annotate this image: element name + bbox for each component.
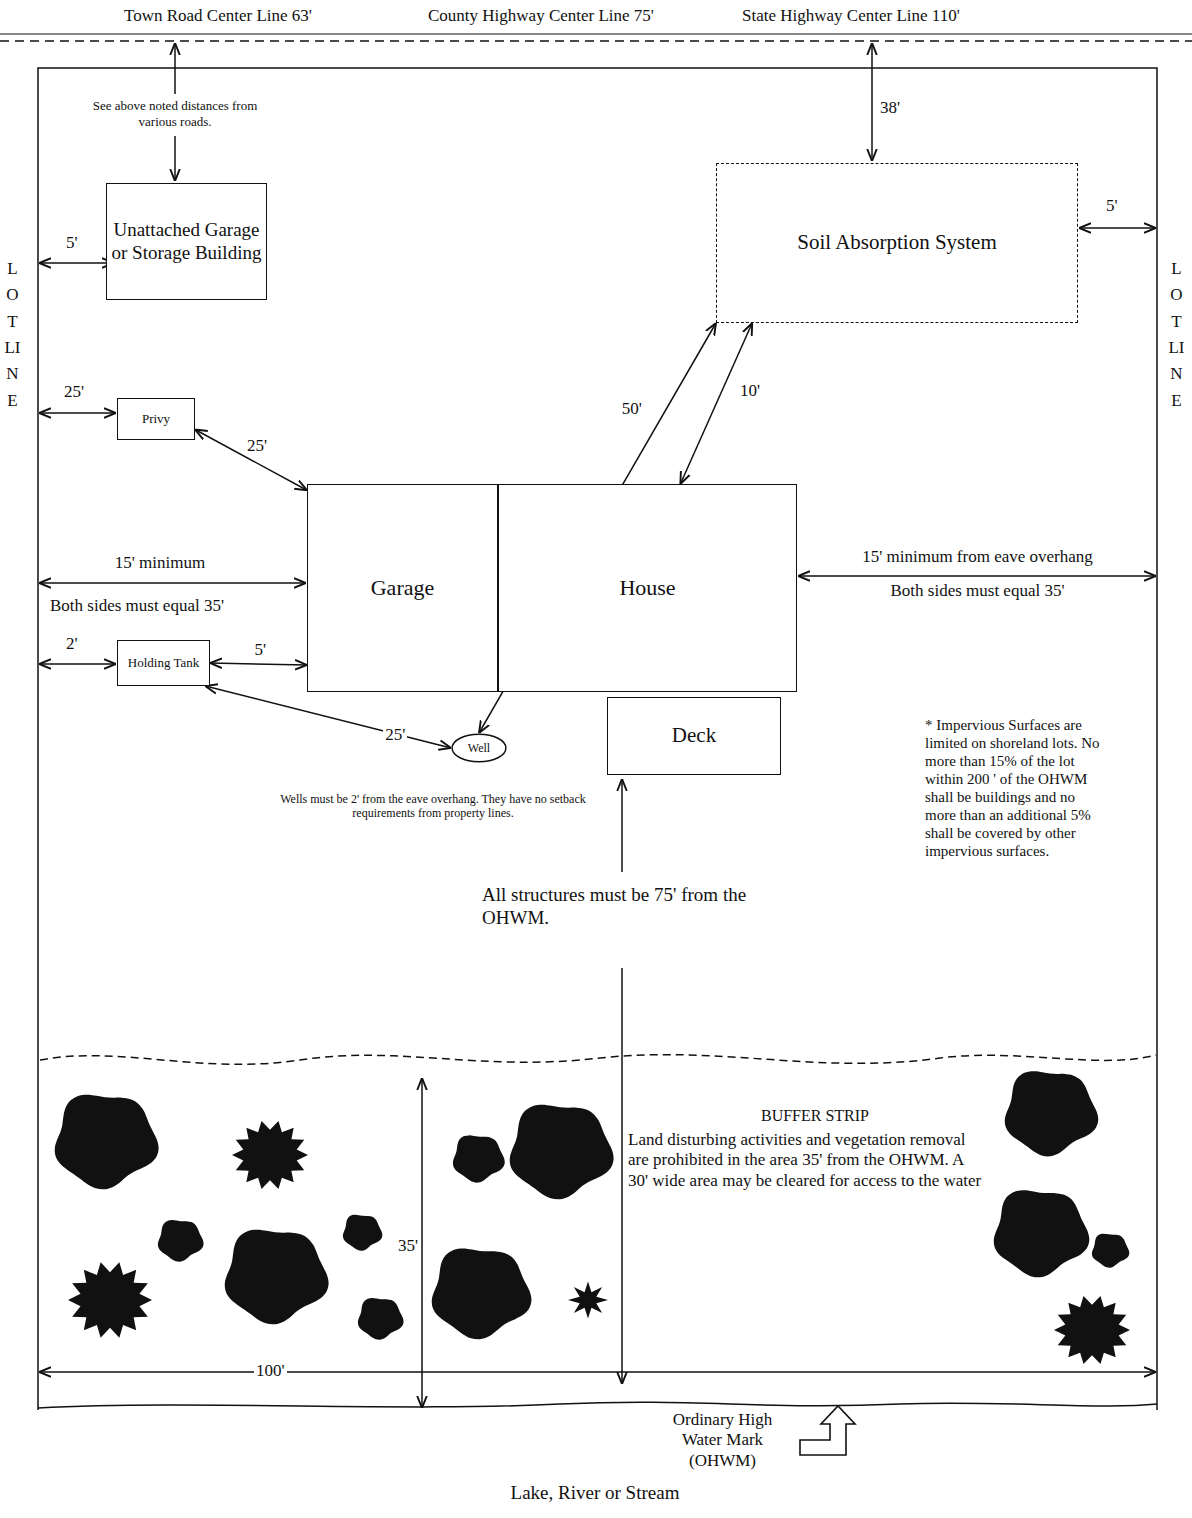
node-label: Well: [468, 741, 490, 755]
tree: [158, 1220, 204, 1262]
top-border: [0, 34, 1192, 35]
tree: [55, 1095, 159, 1190]
dimension-connector: [195, 430, 307, 491]
deck: Deck: [607, 697, 781, 775]
note: Both sides must equal 35': [50, 596, 310, 616]
road-label: State Highway Center Line 110': [742, 6, 1042, 26]
tree: [343, 1215, 382, 1251]
tree: [510, 1105, 614, 1200]
lot-line: [38, 68, 1157, 1410]
dimension-label: 10': [738, 381, 762, 401]
dimension-connector: [210, 663, 307, 665]
dimension-arrow: [621, 968, 623, 1384]
well: Well: [451, 733, 507, 763]
dimension-arrow: [39, 412, 116, 414]
note: See above noted distances from various r…: [80, 98, 270, 129]
water-line: [38, 1402, 1157, 1408]
dimension-arrow: [798, 575, 1156, 577]
dimension-label: 35': [396, 1236, 420, 1256]
tree: [994, 1190, 1090, 1277]
dimension-arrow: [174, 136, 176, 181]
dimension-arrow: [621, 779, 623, 872]
lot-line-label: LOT LINE: [4, 256, 21, 414]
dimension-arrow: [421, 1078, 423, 1408]
water-body-label: Lake, River or Stream: [445, 1482, 745, 1505]
dimension-arrow: [174, 43, 176, 94]
note: Both sides must equal 35': [800, 581, 1155, 601]
dimension-label: 25': [64, 382, 104, 402]
road-label: Town Road Center Line 63': [124, 6, 384, 26]
tree: [225, 1230, 329, 1325]
node-label: Privy: [142, 411, 170, 427]
dimension-arrow: [39, 1371, 1156, 1373]
section-title: BUFFER STRIP: [700, 1106, 930, 1125]
dimension-label: 25': [245, 436, 269, 456]
dimension-label: 2': [66, 634, 96, 654]
dimension-label: 15' minimum from eave overhang: [800, 547, 1155, 567]
well-ellipse: [452, 734, 506, 762]
road-label: County Highway Center Line 75': [428, 6, 728, 26]
tree: [1005, 1071, 1098, 1156]
house: House: [498, 484, 797, 692]
dimension-connector: [205, 686, 451, 748]
privy: Privy: [117, 398, 195, 440]
node-label: Garage: [371, 575, 435, 601]
callout: Ordinary High Water Mark (OHWM): [660, 1410, 785, 1471]
garage: Garage: [307, 484, 498, 692]
node-label: Soil Absorption System: [797, 230, 997, 255]
node-label: Deck: [672, 723, 716, 748]
note: Wells must be 2' from the eave overhang.…: [268, 792, 598, 821]
dimension-label: 25': [383, 725, 407, 745]
dimension-label: 50': [620, 399, 644, 419]
dimension-arrow: [1079, 227, 1156, 229]
buffer-strip-line: [40, 1055, 1156, 1065]
dimension-arrow: [39, 582, 306, 584]
storage-building: Unattached Garage or Storage Building: [106, 183, 267, 300]
holding-tank: Holding Tank: [117, 640, 210, 686]
note: * Impervious Surfaces are limited on sho…: [925, 716, 1103, 860]
tree: [358, 1298, 404, 1340]
note: All structures must be 75' from the OHWM…: [482, 884, 762, 930]
dimension-label: 15' minimum: [60, 553, 260, 573]
road-center-line: [0, 40, 1192, 42]
dimension-arrow: [39, 262, 114, 264]
soil-absorption-system: Soil Absorption System: [716, 163, 1078, 323]
note: Land disturbing activities and vegetatio…: [628, 1130, 983, 1191]
dimension-arrow: [871, 43, 873, 161]
node-label: House: [619, 575, 675, 601]
node-label: Holding Tank: [128, 655, 199, 671]
dimension-label: 38': [880, 98, 930, 118]
dimension-arrow: [39, 663, 116, 665]
lot-line-label: LOT LINE: [1168, 256, 1185, 414]
dimension-label: 100': [254, 1361, 287, 1381]
tree: [1054, 1296, 1130, 1364]
tree: [568, 1282, 608, 1319]
tree: [1092, 1234, 1129, 1268]
tree: [68, 1262, 152, 1337]
tree: [453, 1135, 505, 1182]
tree: [232, 1121, 308, 1189]
dimension-label: 5': [66, 233, 96, 253]
dimension-label: 5': [1106, 196, 1136, 216]
node-label: Unattached Garage or Storage Building: [107, 219, 266, 265]
tree: [432, 1249, 532, 1340]
vegetation: [55, 1071, 1130, 1364]
ohwm-pointer: [800, 1406, 855, 1455]
dimension-connector: [680, 323, 752, 484]
dimension-label: 5': [253, 640, 269, 660]
